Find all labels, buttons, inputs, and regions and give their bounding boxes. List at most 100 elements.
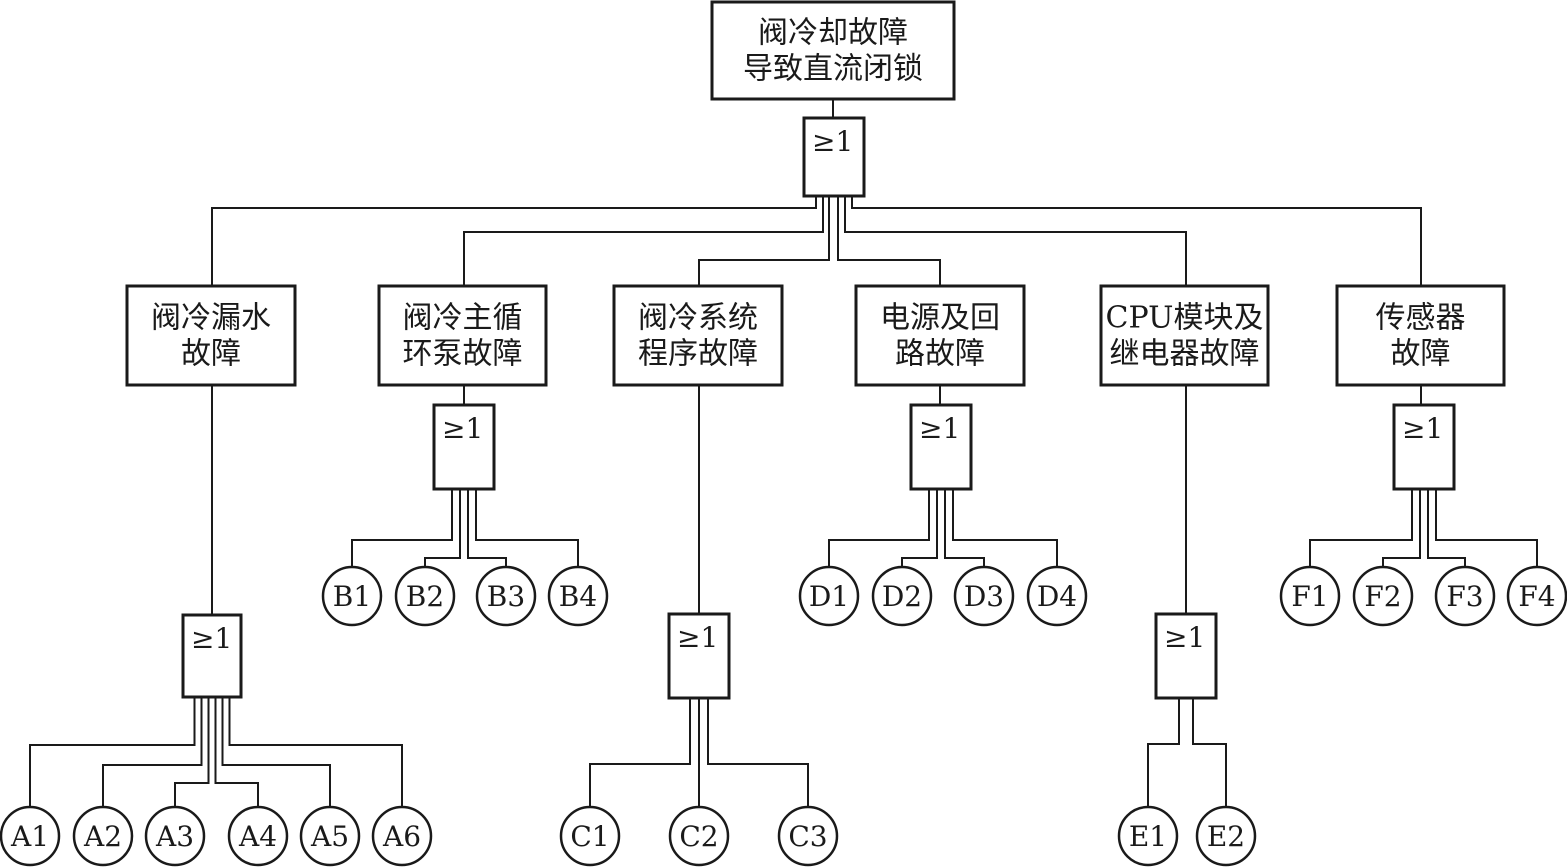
- branch-box-e-text-line: 继电器故障: [1110, 337, 1260, 372]
- basic-event-circle: [777, 805, 839, 867]
- gate-to-leaf-d1: [828, 489, 930, 567]
- branch-box-e-frame: [1099, 284, 1270, 387]
- basic-event-f3: F3: [1434, 565, 1496, 627]
- basic-event-e2: E2: [1195, 805, 1257, 867]
- or-gate-b: ≥1: [432, 403, 496, 491]
- basic-event-c1: C1: [559, 805, 621, 867]
- gate-to-leaf-a2: [102, 697, 203, 807]
- branch-box-b-text-line: 阀冷主循: [403, 301, 523, 336]
- basic-event-label: A2: [83, 820, 122, 853]
- basic-event-label: F4: [1518, 580, 1555, 613]
- basic-event-circle: [227, 805, 289, 867]
- basic-event-label: D1: [809, 580, 849, 613]
- basic-event-circle: [475, 565, 537, 627]
- basic-event-circle: [1506, 565, 1567, 627]
- basic-event-label: D2: [882, 580, 922, 613]
- or-gate-label: ≥1: [677, 621, 718, 654]
- basic-event-f2: F2: [1352, 565, 1414, 627]
- basic-event-b3: B3: [475, 565, 537, 627]
- basic-event-circle: [798, 565, 860, 627]
- basic-event-d1: D1: [798, 565, 860, 627]
- or-gate-frame: [802, 116, 866, 198]
- basic-event-circle: [1026, 565, 1088, 627]
- branch-box-f-text-line: 传感器: [1376, 301, 1466, 336]
- basic-event-label: F2: [1364, 580, 1401, 613]
- basic-event-label: E1: [1129, 820, 1167, 853]
- bus-to-branch-c: [698, 196, 830, 286]
- or-gate-frame: [909, 403, 973, 491]
- basic-event-a6: A6: [371, 805, 433, 867]
- basic-event-circle: [72, 805, 134, 867]
- or-gate-frame: [181, 613, 243, 699]
- or-gate-a: ≥1: [181, 613, 243, 699]
- basic-event-f1: F1: [1279, 565, 1341, 627]
- or-gate-label: ≥1: [919, 412, 960, 445]
- branch-box-b-frame: [377, 284, 548, 387]
- basic-event-circle: [871, 565, 933, 627]
- basic-event-d4: D4: [1026, 565, 1088, 627]
- basic-event-circle: [547, 565, 609, 627]
- basic-event-label: B4: [559, 580, 597, 613]
- basic-event-circle: [394, 565, 456, 627]
- branch-box-a-text-line: 阀冷漏水: [151, 301, 271, 336]
- gate-to-leaf-f4: [1435, 489, 1538, 567]
- basic-event-circle: [1279, 565, 1341, 627]
- basic-event-label: C1: [570, 820, 609, 853]
- basic-event-b4: B4: [547, 565, 609, 627]
- basic-event-label: A6: [382, 820, 421, 853]
- basic-event-c2: C2: [668, 805, 730, 867]
- gate-to-leaf-f2: [1382, 489, 1421, 567]
- basic-event-a1: A1: [0, 805, 61, 867]
- branch-box-d-text-line: 路故障: [895, 337, 985, 372]
- gate-to-leaf-f1: [1309, 489, 1413, 567]
- gate-to-leaf-c3: [707, 698, 809, 807]
- basic-event-circle: [1352, 565, 1414, 627]
- basic-event-circle: [953, 565, 1015, 627]
- basic-event-label: D3: [964, 580, 1004, 613]
- gate-to-leaf-e1: [1147, 698, 1180, 807]
- bus-to-branch-a: [211, 196, 817, 286]
- basic-event-c3: C3: [777, 805, 839, 867]
- or-gate-label: ≥1: [191, 622, 232, 655]
- or-gate-c: ≥1: [667, 612, 731, 700]
- top-event-box-text-line: 导致直流闭锁: [743, 52, 923, 87]
- or-gate-d: ≥1: [909, 403, 973, 491]
- branch-box-a-text-line: 故障: [181, 337, 241, 372]
- branch-box-d-frame: [854, 284, 1026, 387]
- basic-event-circle: [668, 805, 730, 867]
- branch-box-c-text-line: 程序故障: [638, 337, 758, 372]
- gate-to-leaf-e2: [1192, 698, 1227, 807]
- gate-to-leaf-b3: [467, 489, 507, 567]
- basic-event-circle: [0, 805, 61, 867]
- branch-box-c-text-line: 阀冷系统: [638, 301, 758, 336]
- gate-to-leaf-b1: [351, 489, 453, 567]
- or-gate-frame: [1392, 403, 1456, 491]
- or-gate-frame: [1154, 612, 1218, 700]
- bus-to-branch-e: [844, 196, 1187, 286]
- basic-event-label: E2: [1207, 820, 1245, 853]
- gate-to-leaf-d4: [952, 489, 1058, 567]
- basic-event-label: D4: [1037, 580, 1077, 613]
- gate-to-leaf-b4: [475, 489, 579, 567]
- basic-event-a5: A5: [299, 805, 361, 867]
- basic-event-label: C3: [788, 820, 827, 853]
- branch-box-f-frame: [1335, 284, 1506, 387]
- basic-event-label: B3: [487, 580, 525, 613]
- basic-event-circle: [1117, 805, 1179, 867]
- or-gate-e: ≥1: [1154, 612, 1218, 700]
- basic-event-label: A1: [10, 820, 49, 853]
- or-gate-label: ≥1: [1402, 412, 1443, 445]
- basic-event-b2: B2: [394, 565, 456, 627]
- or-gate-f: ≥1: [1392, 403, 1456, 491]
- basic-event-b1: B1: [321, 565, 383, 627]
- basic-event-a3: A3: [144, 805, 206, 867]
- basic-event-e1: E1: [1117, 805, 1179, 867]
- basic-event-circle: [299, 805, 361, 867]
- or-gate-label: ≥1: [442, 412, 483, 445]
- or-gate-label: ≥1: [812, 125, 853, 158]
